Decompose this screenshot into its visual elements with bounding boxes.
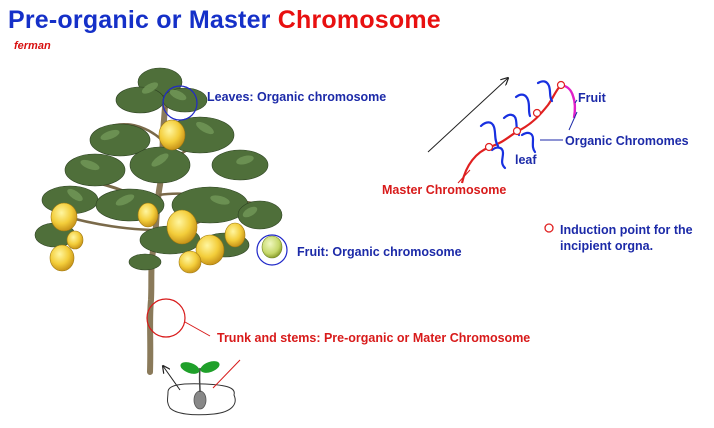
organic-hook-2 — [490, 146, 507, 170]
chromosome-schema — [427, 78, 578, 233]
induction-point — [484, 142, 494, 152]
sprout-leaf-right — [200, 361, 220, 373]
page-title: Pre-organic or Master Chromosome — [8, 6, 441, 35]
induction-point — [556, 80, 566, 90]
organic-hook-5 — [536, 80, 554, 103]
organic-hook-6 — [520, 131, 537, 154]
schema-fruit-label: Fruit — [578, 91, 606, 105]
schema-organic-label: Organic Chromomes — [565, 134, 689, 148]
author-name: ferman — [14, 40, 51, 52]
lemon-tree — [34, 67, 283, 416]
leaves-highlight-circle — [162, 85, 198, 121]
induction-point — [532, 108, 542, 118]
sprout-leaf-left — [180, 362, 200, 374]
growth-direction-arrow — [427, 78, 508, 153]
legend-induction-point — [544, 223, 554, 233]
induction-point — [512, 126, 522, 136]
fruit-label: Fruit: Organic chromosome — [297, 245, 462, 259]
schema-leaf-label: leaf — [515, 153, 537, 167]
organic-hook-4 — [514, 93, 532, 118]
induction-legend-label: Induction point for the incipient orgna. — [560, 223, 693, 253]
fruit-highlight-circle — [256, 234, 288, 266]
leaves-label: Leaves: Organic chromosome — [207, 90, 387, 104]
title-part-red: Chromosome — [277, 6, 441, 34]
fruit-branch-line — [560, 83, 577, 119]
trunk-label: Trunk and stems: Pre-organic or Mater Ch… — [217, 331, 531, 345]
master-chromosome-line — [460, 84, 562, 184]
schema-master-label: Master Chromosome — [382, 183, 507, 197]
organic-hook-1 — [479, 121, 500, 148]
trunk-highlight-circle — [146, 298, 186, 338]
title-part-blue: Pre-organic or Master — [8, 6, 278, 34]
